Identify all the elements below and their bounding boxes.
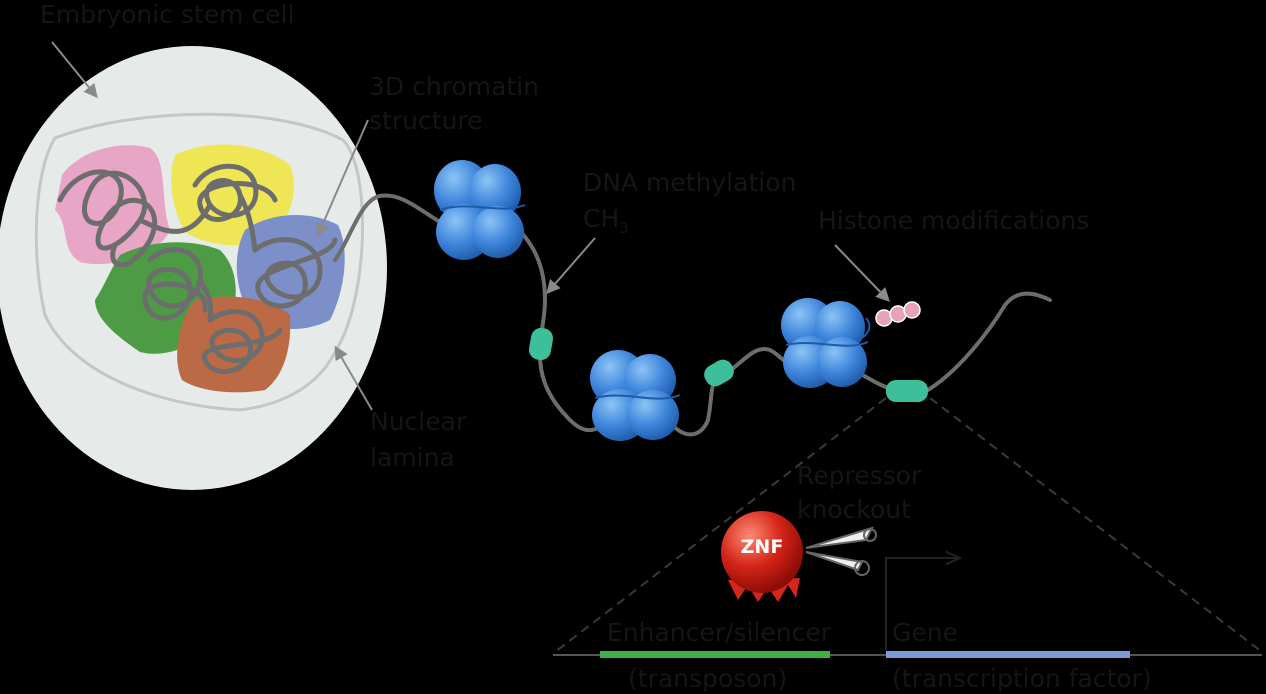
methylation-pointer-arrow (546, 237, 596, 295)
zoom-line-left (554, 397, 887, 653)
label-nuclear-lamina-line1: Nuclear (370, 407, 467, 436)
transcription-start-arrow (885, 558, 960, 650)
label-repressor-line2: knockout (797, 495, 911, 524)
chromatin-strands (57, 163, 338, 374)
label-repressor-line1: Repressor (797, 461, 922, 490)
nuclear-lamina (34, 112, 365, 412)
chromatin-pointer-arrow (316, 119, 369, 238)
nucleosome-1 (434, 160, 526, 260)
label-histone-modifications: Histone modifications (818, 206, 1090, 235)
chromatin-fiber (333, 193, 1052, 437)
label-gene: Gene (892, 618, 958, 647)
nucleosome-3 (781, 298, 869, 388)
methyl-mark-2 (704, 359, 734, 387)
znf-label: ZNF (740, 536, 784, 558)
label-methyl-group: CH3 (583, 204, 629, 243)
znf-repressor (721, 511, 803, 602)
label-enhancer-silencer: Enhancer/silencer (607, 618, 832, 647)
histone-pointer-arrow (834, 244, 890, 303)
label-embryonic-stem-cell: Embryonic stem cell (40, 0, 295, 29)
label-dna-methylation: DNA methylation (583, 168, 797, 197)
scissors-icon (805, 526, 877, 576)
histone-modification-marks (861, 301, 921, 339)
gene-bar (886, 651, 1130, 658)
methyl-mark-3 (886, 380, 928, 402)
label-3d-chromatin-line2: structure (369, 106, 483, 135)
lamina-pointer-arrow (334, 345, 373, 411)
methyl-group-text: CH (583, 204, 620, 233)
cell-pointer-arrow (51, 41, 98, 99)
label-nuclear-lamina-line2: lamina (370, 443, 455, 472)
nucleosome-2 (590, 350, 681, 441)
label-transposon: (transposon) (628, 664, 788, 693)
label-3d-chromatin-line1: 3D chromatin (369, 72, 539, 101)
enhancer-bar (600, 651, 830, 658)
label-transcription-factor: (transcription factor) (892, 664, 1152, 693)
zoom-line-right (929, 397, 1263, 653)
methyl-group-subscript: 3 (619, 219, 629, 237)
methyl-mark-1 (528, 327, 554, 361)
